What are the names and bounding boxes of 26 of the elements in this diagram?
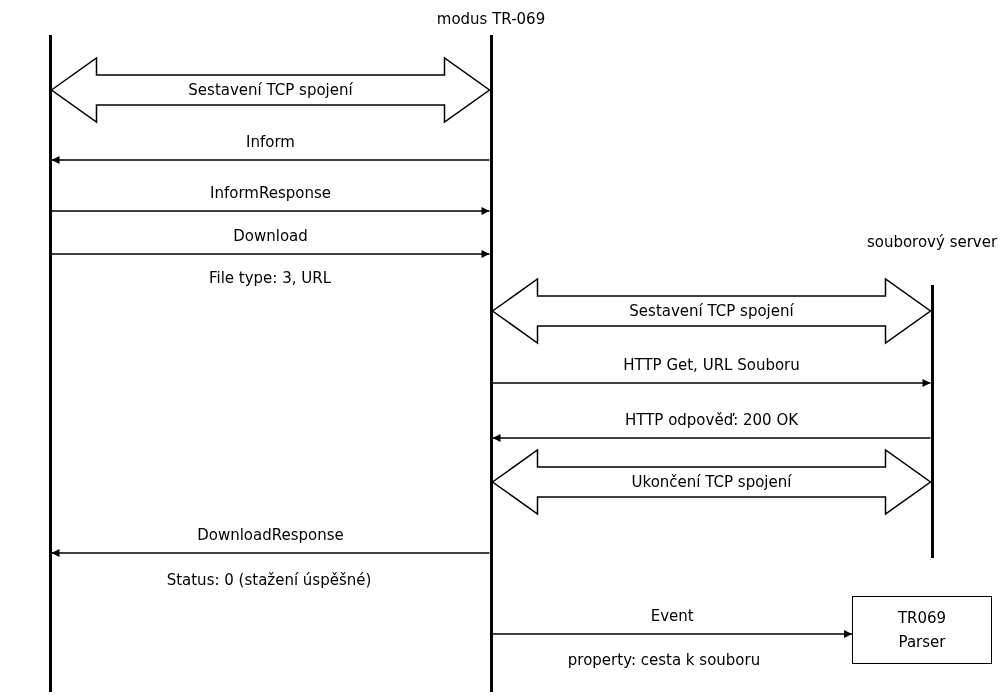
arrow	[491, 630, 853, 638]
message-label: HTTP Get, URL Souboru	[623, 356, 800, 374]
message-label: Sestavení TCP spojení	[188, 81, 353, 99]
message-label: DownloadResponse	[197, 526, 344, 544]
arrow	[491, 379, 932, 387]
arrow	[50, 250, 491, 258]
message-label: Event	[650, 607, 694, 625]
message-note: property: cesta k souboru	[567, 651, 761, 669]
lifeline-title: modus TR-069	[436, 10, 546, 28]
block-arrow	[50, 56, 491, 124]
message-label: Sestavení TCP spojení	[629, 302, 794, 320]
message-label: Inform	[246, 133, 295, 151]
message-label: Ukončení TCP spojení	[631, 473, 792, 491]
block-arrow	[491, 448, 932, 516]
process-box: TR069 Parser	[852, 596, 992, 664]
block-arrow	[491, 277, 932, 345]
arrow	[491, 434, 932, 442]
arrow	[50, 549, 491, 557]
message-label: Download	[233, 227, 308, 245]
message-note: Status: 0 (stažení úspěšné)	[166, 571, 372, 589]
arrow	[50, 207, 491, 215]
arrow	[50, 156, 491, 164]
lifeline-title: souborový server	[866, 233, 998, 251]
message-note: File type: 3, URL	[209, 269, 331, 287]
message-label: InformResponse	[210, 184, 331, 202]
message-label: HTTP odpověď: 200 OK	[625, 411, 798, 429]
